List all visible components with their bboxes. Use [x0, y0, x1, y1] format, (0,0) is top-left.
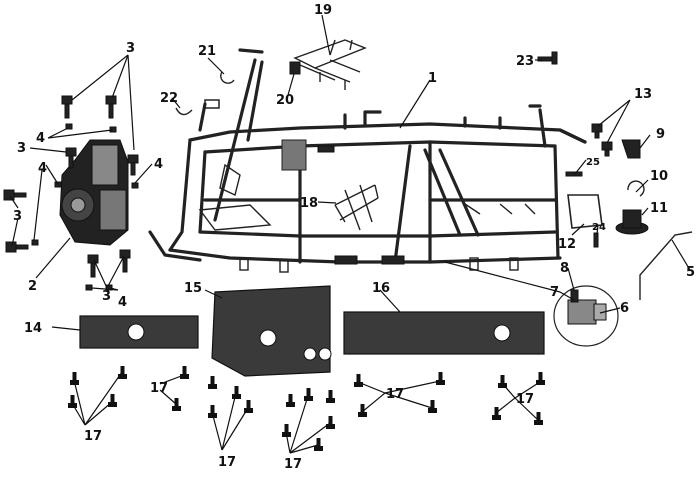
main-frame	[148, 104, 587, 273]
screw-icon	[108, 394, 117, 407]
snap-ring	[627, 180, 645, 197]
label-17-c: 17	[218, 455, 236, 470]
screw-icon	[492, 407, 501, 420]
bolt-24	[593, 232, 599, 248]
skid-plate-15	[211, 285, 332, 377]
label-17-a: 17	[84, 429, 102, 444]
screw-icon	[358, 404, 367, 417]
label-14: 14	[24, 321, 42, 336]
screw-icon	[326, 390, 335, 403]
label-16: 16	[372, 281, 390, 296]
screw-icon	[498, 375, 507, 388]
callout-labels: 1 2 3 3 3 3 4 4 4 4 5 6 7 8 9 10 11 12 1…	[13, 3, 695, 472]
rack-bracket	[293, 39, 367, 90]
label-25: 25	[586, 157, 600, 168]
label-4-bottom: 4	[118, 295, 127, 310]
leader-lines	[9, 14, 691, 454]
screw-icon	[244, 400, 253, 413]
screw-icon	[208, 376, 217, 389]
label-10: 10	[650, 169, 668, 184]
label-17-d: 17	[284, 457, 302, 472]
label-8: 8	[560, 261, 569, 276]
screw-icon	[436, 372, 445, 385]
label-7: 7	[550, 285, 559, 300]
screw-icon	[326, 416, 335, 429]
bolts-group-3	[3, 95, 139, 278]
label-3-top: 3	[126, 41, 135, 56]
label-3-bottom: 3	[102, 289, 111, 304]
skid-plate-14	[79, 315, 199, 349]
screw-icon	[286, 394, 295, 407]
screw-icon	[534, 412, 543, 425]
label-17-e: 17	[386, 387, 404, 402]
label-22: 22	[160, 91, 178, 106]
bushing	[615, 209, 649, 235]
label-4-left: 4	[38, 161, 47, 176]
screw-icon	[354, 374, 363, 387]
clip-ring	[220, 71, 235, 84]
label-3-side: 3	[13, 209, 22, 224]
label-6: 6	[620, 301, 629, 316]
bolt-23	[537, 51, 558, 65]
hook-part	[175, 107, 193, 116]
screw-icon	[428, 400, 437, 413]
screw-icon	[232, 386, 241, 399]
label-18: 18	[300, 196, 318, 211]
steering-column	[198, 48, 264, 222]
mount-detail-circle	[553, 285, 619, 347]
screw-icon	[536, 372, 545, 385]
label-13: 13	[634, 87, 652, 102]
label-3-left: 3	[17, 141, 26, 156]
label-15: 15	[184, 281, 202, 296]
label-19: 19	[314, 3, 332, 18]
brake-rod	[639, 231, 693, 300]
label-17-b: 17	[150, 381, 168, 396]
label-17-f: 17	[516, 392, 534, 407]
screw-icon	[180, 366, 189, 379]
screw-icon	[304, 388, 313, 401]
label-21: 21	[198, 44, 216, 59]
label-4-right: 4	[154, 157, 163, 172]
label-24: 24	[592, 222, 606, 233]
screw-icon	[314, 438, 323, 451]
label-9: 9	[656, 127, 665, 142]
screw-icon	[118, 366, 127, 379]
label-4-top: 4	[36, 131, 45, 146]
label-11: 11	[650, 201, 668, 216]
screws-17	[68, 366, 545, 451]
label-5: 5	[686, 265, 695, 280]
bolt-25	[565, 171, 583, 177]
label-23: 23	[516, 54, 534, 69]
label-1: 1	[428, 71, 437, 86]
screw-icon	[68, 395, 77, 408]
small-bracket	[289, 61, 301, 75]
cap-part	[621, 139, 641, 159]
label-20: 20	[276, 93, 294, 108]
seat-bracket	[334, 184, 379, 231]
nuts-group-4	[31, 123, 139, 291]
skid-plate-16	[343, 311, 545, 355]
label-2: 2	[28, 279, 37, 294]
label-12: 12	[558, 237, 576, 252]
gearbox-housing	[59, 139, 129, 246]
bolts-13	[591, 123, 613, 157]
plate-bracket	[567, 194, 603, 229]
screw-icon	[172, 398, 181, 411]
